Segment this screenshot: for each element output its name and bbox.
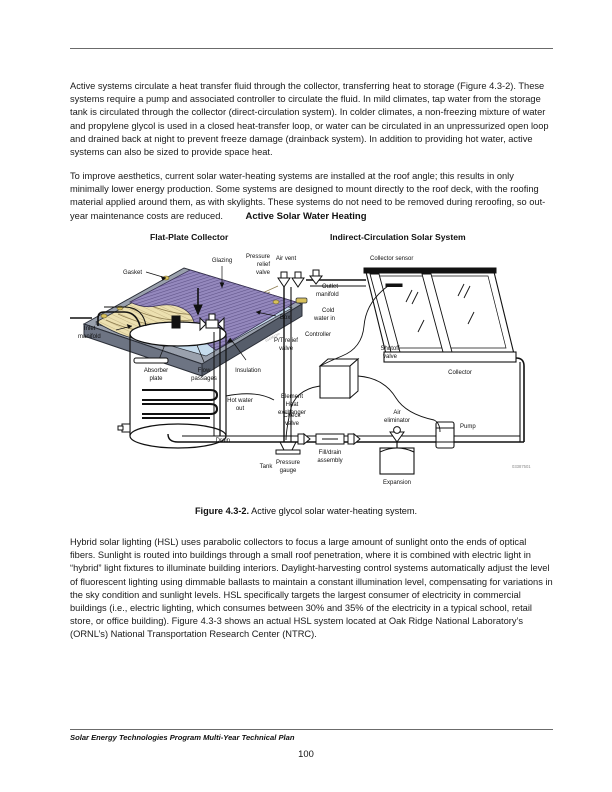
label-gasket: Gasket bbox=[123, 270, 142, 276]
drain-valve bbox=[117, 423, 131, 433]
footer-document-title: Solar Energy Technologies Program Multi-… bbox=[70, 733, 295, 742]
label-check-valve-line1: Check bbox=[283, 413, 301, 419]
pressure-gauge bbox=[275, 441, 301, 455]
label-element-line3: exchanger bbox=[278, 410, 306, 416]
label-controller: Controller bbox=[305, 332, 331, 338]
label-air-eliminator-line1: Air bbox=[393, 410, 400, 416]
pressure-relief-valve bbox=[277, 271, 305, 288]
figure-caption: Figure 4.3-2. Active glycol solar water-… bbox=[0, 506, 612, 516]
label-pressure-gauge-line1: Pressure bbox=[276, 460, 301, 466]
label-hot-water-line1: Hot water bbox=[227, 398, 253, 404]
label-fill-drain-line1: Fill/drain bbox=[319, 450, 342, 456]
label-cold-water-line1: Cold bbox=[322, 308, 334, 314]
label-box: Box bbox=[280, 315, 290, 321]
figure-subtitle-indirect: Indirect-Circulation Solar System bbox=[330, 232, 466, 242]
label-hot-water-line2: out bbox=[236, 406, 245, 412]
figure-caption-text: Active glycol solar water-heating system… bbox=[249, 506, 418, 516]
indirect-circulation-system-illustration bbox=[70, 267, 525, 475]
label-fill-drain-line2: assembly bbox=[317, 458, 342, 464]
label-insulation: Insulation bbox=[235, 368, 261, 374]
label-expansion-tank-line1: Expansion bbox=[383, 480, 411, 486]
label-pump: Pump bbox=[460, 424, 476, 430]
paragraph-active-systems: Active systems circulate a heat transfer… bbox=[70, 81, 549, 157]
label-pressure-relief-line1: Pressure bbox=[246, 254, 271, 260]
label-absorber-plate-line1: Absorber bbox=[144, 368, 168, 374]
paragraph-aesthetics: To improve aesthetics, current solar wat… bbox=[70, 171, 546, 221]
label-pt-relief-line2: valve bbox=[279, 346, 294, 352]
flat-plate-collector-illustration: Glazing Gasket Box Inlet manifold Absorb… bbox=[78, 258, 308, 382]
figure-source-code: 03387501 bbox=[512, 464, 531, 469]
label-flow-passages-line1: Flow bbox=[198, 368, 211, 374]
label-inlet-manifold-line2: manifold bbox=[78, 334, 101, 340]
figure-subtitle-flat-plate: Flat-Plate Collector bbox=[150, 232, 229, 242]
label-pressure-relief-line3: valve bbox=[256, 270, 271, 276]
shutoff-valve bbox=[199, 313, 225, 332]
expansion-tank bbox=[379, 442, 415, 475]
footer-rule bbox=[70, 729, 553, 730]
air-eliminator bbox=[389, 426, 405, 443]
label-check-valve-line2: valve bbox=[285, 421, 300, 427]
label-shutoff-line1: Shutoff bbox=[381, 346, 400, 352]
figure-main-title: Active Solar Water Heating bbox=[245, 211, 367, 222]
illustration-mark: 0343612m bbox=[265, 332, 281, 343]
label-air-eliminator-line2: eliminator bbox=[384, 418, 410, 424]
label-element-line1: Element bbox=[281, 394, 303, 400]
fill-drain-assembly bbox=[315, 432, 361, 446]
header-rule bbox=[70, 48, 553, 49]
label-flow-passages-line2: passages bbox=[191, 376, 217, 382]
paragraph-hybrid-solar-lighting: Hybrid solar lighting (HSL) uses parabol… bbox=[70, 537, 553, 639]
air-vent-valve bbox=[309, 269, 323, 285]
label-air-vent: Air vent bbox=[276, 256, 297, 262]
label-cold-water-line2: water in bbox=[313, 316, 335, 322]
label-collector: Collector bbox=[448, 370, 472, 376]
figure-diagram: Glazing Gasket Box Inlet manifold Absorb… bbox=[70, 246, 554, 486]
label-pressure-gauge-line2: gauge bbox=[280, 468, 297, 474]
label-outlet-manifold-line1: Outlet bbox=[322, 284, 338, 290]
label-glazing: Glazing bbox=[212, 258, 232, 264]
system-text-labels: Air vent Pressure relief valve Collector… bbox=[246, 254, 476, 486]
label-tank: Tank bbox=[260, 464, 274, 470]
collector-panel bbox=[363, 267, 517, 363]
tank-text-labels: Hot water out Element Heat exchanger Dra… bbox=[216, 394, 306, 470]
label-pressure-relief-line2: relief bbox=[257, 262, 270, 268]
check-valve bbox=[297, 432, 311, 446]
label-element-line2: Heat bbox=[286, 402, 299, 408]
figure-caption-number: Figure 4.3-2. bbox=[194, 506, 250, 516]
page-number: 100 bbox=[298, 748, 314, 759]
hot-water-out-pipe bbox=[97, 306, 147, 327]
controller-box bbox=[318, 357, 360, 400]
label-inlet-manifold-line1: Inlet bbox=[84, 326, 96, 332]
label-shutoff-line2: valve bbox=[383, 354, 398, 360]
middle-text-labels: Outlet manifold Cold water in P/T relief… bbox=[274, 284, 400, 360]
pump bbox=[435, 421, 455, 449]
pt-relief-valve bbox=[171, 315, 181, 329]
label-pt-relief-line1: P/T relief bbox=[274, 338, 298, 344]
label-drain: Drain bbox=[216, 438, 230, 444]
label-collector-sensor: Collector sensor bbox=[370, 256, 413, 262]
label-outlet-manifold-line2: manifold bbox=[316, 292, 339, 298]
label-absorber-plate-line2: plate bbox=[149, 376, 163, 382]
